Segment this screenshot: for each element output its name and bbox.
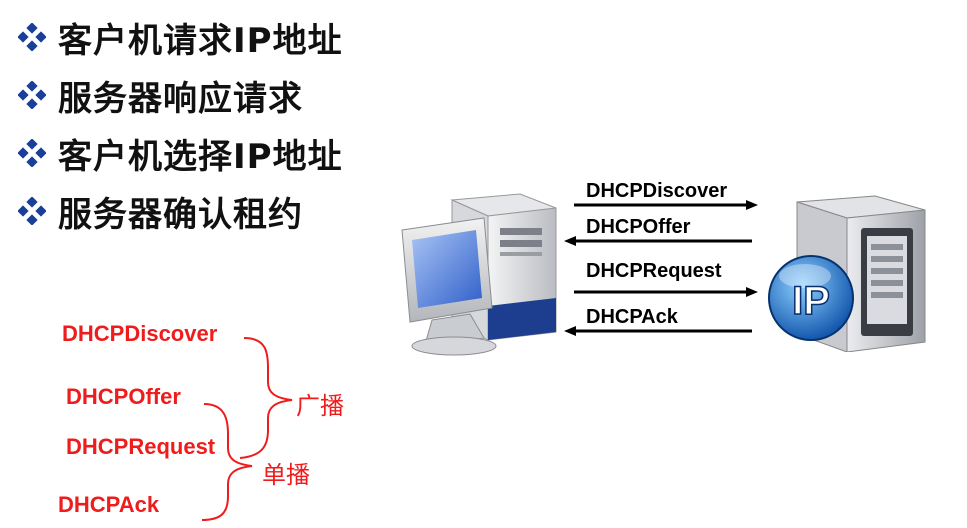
classification-item: DHCPRequest — [66, 434, 216, 459]
bullet-item: 服务器响应请求 — [18, 66, 343, 124]
bullet-text: 服务器确认租约 — [58, 194, 303, 235]
diamond-bullet-icon — [18, 81, 46, 109]
unicast-label: 单播 — [262, 461, 310, 489]
classification-item: DHCPDiscover — [62, 321, 218, 346]
broadcast-brace — [239, 337, 293, 459]
bullet-list: 客户机请求IP地址 服务器响应请求 客户机选择IP地址 服务器确认租约 — [18, 8, 343, 240]
message-label-ack: DHCPAck — [586, 306, 678, 328]
bullet-text: 客户机请求IP地址 — [58, 20, 343, 61]
bullet-item: 服务器确认租约 — [18, 182, 343, 240]
arrow-left-icon — [564, 326, 752, 336]
arrow-right-icon — [574, 287, 758, 297]
unicast-brace — [201, 403, 253, 521]
classification-item: DHCPAck — [58, 492, 160, 517]
diamond-bullet-icon — [18, 23, 46, 51]
brace-connectors — [201, 337, 293, 521]
server-icon: IP — [768, 195, 926, 352]
arrow-left-icon — [564, 236, 752, 246]
arrow-right-icon — [574, 200, 758, 210]
message-label-offer: DHCPOffer — [586, 216, 691, 238]
bullet-text: 客户机选择IP地址 — [58, 136, 343, 177]
broadcast-label: 广播 — [296, 392, 344, 420]
bullet-text: 服务器响应请求 — [58, 78, 303, 119]
message-label-request: DHCPRequest — [586, 260, 722, 282]
diamond-bullet-icon — [18, 139, 46, 167]
bullet-item: 客户机请求IP地址 — [18, 8, 343, 66]
message-label-discover: DHCPDiscover — [586, 180, 728, 202]
diamond-bullet-icon — [18, 197, 46, 225]
ip-badge-text: IP — [792, 279, 830, 323]
client-computer-icon — [401, 193, 557, 356]
bullet-item: 客户机选择IP地址 — [18, 124, 343, 182]
classification-item: DHCPOffer — [66, 384, 181, 409]
